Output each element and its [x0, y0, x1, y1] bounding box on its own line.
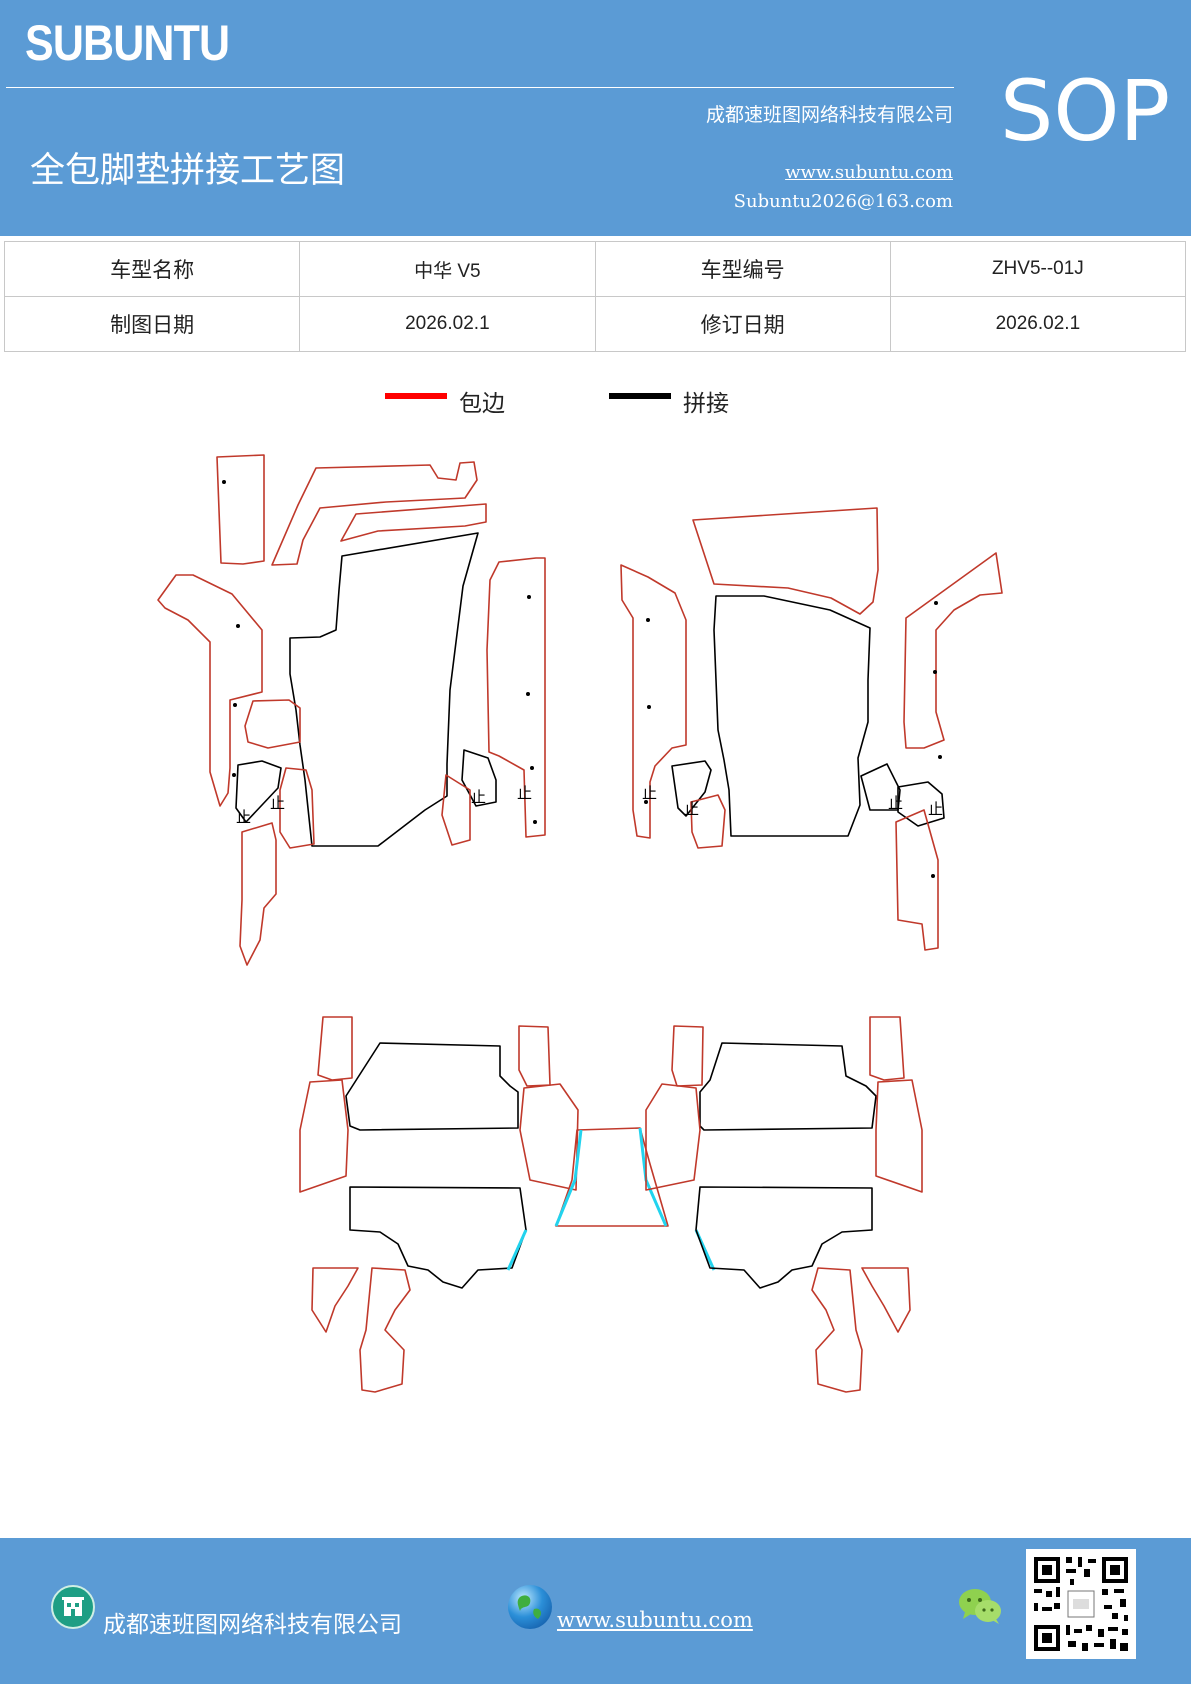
joint-seam-rear-left	[506, 1229, 528, 1271]
footer: 成都速班图网络科技有限公司 www.subuntu.com	[0, 1538, 1191, 1684]
stop-mark: 止	[928, 800, 943, 818]
footer-company: 成都速班图网络科技有限公司	[103, 1612, 402, 1638]
table-row: 制图日期 2026.02.1 修订日期 2026.02.1	[3, 296, 1187, 352]
mat-piece	[239, 822, 277, 966]
stop-mark: 止	[270, 794, 285, 812]
mat-piece	[289, 532, 479, 847]
mat-piece	[441, 774, 471, 846]
legend-label: 拼接	[683, 391, 729, 417]
joint-seam-left	[554, 1129, 583, 1227]
mat-piece	[671, 1025, 704, 1087]
mat-piece	[699, 1042, 877, 1131]
footer-website-link[interactable]: www.subuntu.com	[557, 1608, 753, 1632]
stop-marks: 止 止 止 止 止 止 止 止	[236, 784, 943, 826]
stop-mark: 止	[236, 808, 251, 826]
mat-piece	[713, 595, 871, 837]
model-code-label: 车型编号	[594, 241, 891, 297]
stop-mark: 止	[684, 800, 699, 818]
rear-centre-mat-group	[506, 1127, 716, 1271]
header: SUBUNTU 成都速班图网络科技有限公司 全包脚垫拼接工艺图 www.subu…	[0, 0, 1191, 236]
mat-piece	[518, 1025, 551, 1087]
alignment-dots	[222, 480, 537, 824]
legend-label: 包边	[459, 391, 505, 417]
mat-piece	[279, 767, 315, 849]
mat-piece	[869, 1016, 905, 1081]
model-code-value: ZHV5--01J	[889, 241, 1187, 297]
mat-piece	[897, 781, 945, 827]
mat-piece	[692, 507, 879, 615]
qr-code	[1026, 1549, 1136, 1659]
mat-piece	[299, 1079, 349, 1193]
mat-piece	[690, 794, 726, 849]
stop-mark: 止	[517, 784, 532, 802]
page-title: 全包脚垫拼接工艺图	[30, 151, 346, 191]
legend-swatch-red	[385, 393, 447, 399]
rear-left-mat-group	[299, 1016, 579, 1393]
mat-piece	[555, 1127, 669, 1227]
model-name-value: 中华 V5	[299, 241, 596, 297]
globe-icon	[508, 1585, 552, 1629]
brand-logo: SUBUNTU	[25, 15, 230, 71]
mat-piece	[311, 1267, 359, 1333]
mat-piece	[811, 1267, 863, 1393]
mat-piece	[671, 760, 712, 817]
mat-piece	[860, 763, 901, 811]
mat-piece	[359, 1267, 411, 1393]
mat-piece	[875, 1079, 923, 1193]
mat-piece	[903, 552, 1003, 749]
draw-date-value: 2026.02.1	[299, 296, 596, 352]
stop-mark: 止	[471, 788, 486, 806]
floor-mat-pattern-drawing: 止 止 止 止 止 止 止 止	[157, 454, 1003, 1393]
mat-piece	[345, 1042, 519, 1131]
model-name-label: 车型名称	[3, 241, 301, 297]
mat-piece	[895, 809, 939, 951]
draw-date-label: 制图日期	[3, 296, 301, 352]
mat-piece	[317, 1016, 353, 1081]
mat-piece	[349, 1186, 527, 1289]
header-divider	[6, 87, 954, 88]
front-left-mat-group	[157, 454, 546, 966]
header-website-link[interactable]: www.subuntu.com	[785, 162, 953, 183]
mat-piece	[519, 1083, 579, 1191]
stop-mark: 止	[888, 794, 903, 812]
mat-piece	[244, 699, 301, 749]
revise-date-value: 2026.02.1	[889, 296, 1187, 352]
rear-right-mat-group	[645, 1016, 923, 1393]
wechat-icon[interactable]	[957, 1586, 1003, 1626]
model-info-table: 车型名称 中华 V5 车型编号 ZHV5--01J 制图日期 2026.02.1…	[3, 241, 1187, 352]
mat-piece	[486, 557, 546, 838]
alignment-dots	[644, 601, 942, 878]
mat-piece	[340, 503, 487, 542]
stop-mark: 止	[642, 784, 657, 802]
building-icon	[51, 1585, 95, 1629]
mat-piece	[216, 454, 265, 565]
header-company: 成都速班图网络科技有限公司	[705, 104, 953, 126]
mat-piece	[645, 1083, 701, 1191]
mat-piece	[861, 1267, 911, 1333]
front-right-mat-group	[620, 507, 1003, 951]
header-email: Subuntu2026@163.com	[733, 191, 953, 212]
mat-piece	[461, 749, 497, 807]
mat-piece	[157, 574, 263, 807]
mat-piece	[235, 760, 282, 823]
legend-swatch-black	[609, 393, 671, 399]
mat-piece	[271, 461, 478, 566]
table-row: 车型名称 中华 V5 车型编号 ZHV5--01J	[3, 241, 1187, 297]
mat-piece	[620, 564, 687, 839]
revise-date-label: 修订日期	[594, 296, 891, 352]
mat-piece	[695, 1186, 873, 1289]
sop-badge: SOP	[1000, 62, 1171, 160]
